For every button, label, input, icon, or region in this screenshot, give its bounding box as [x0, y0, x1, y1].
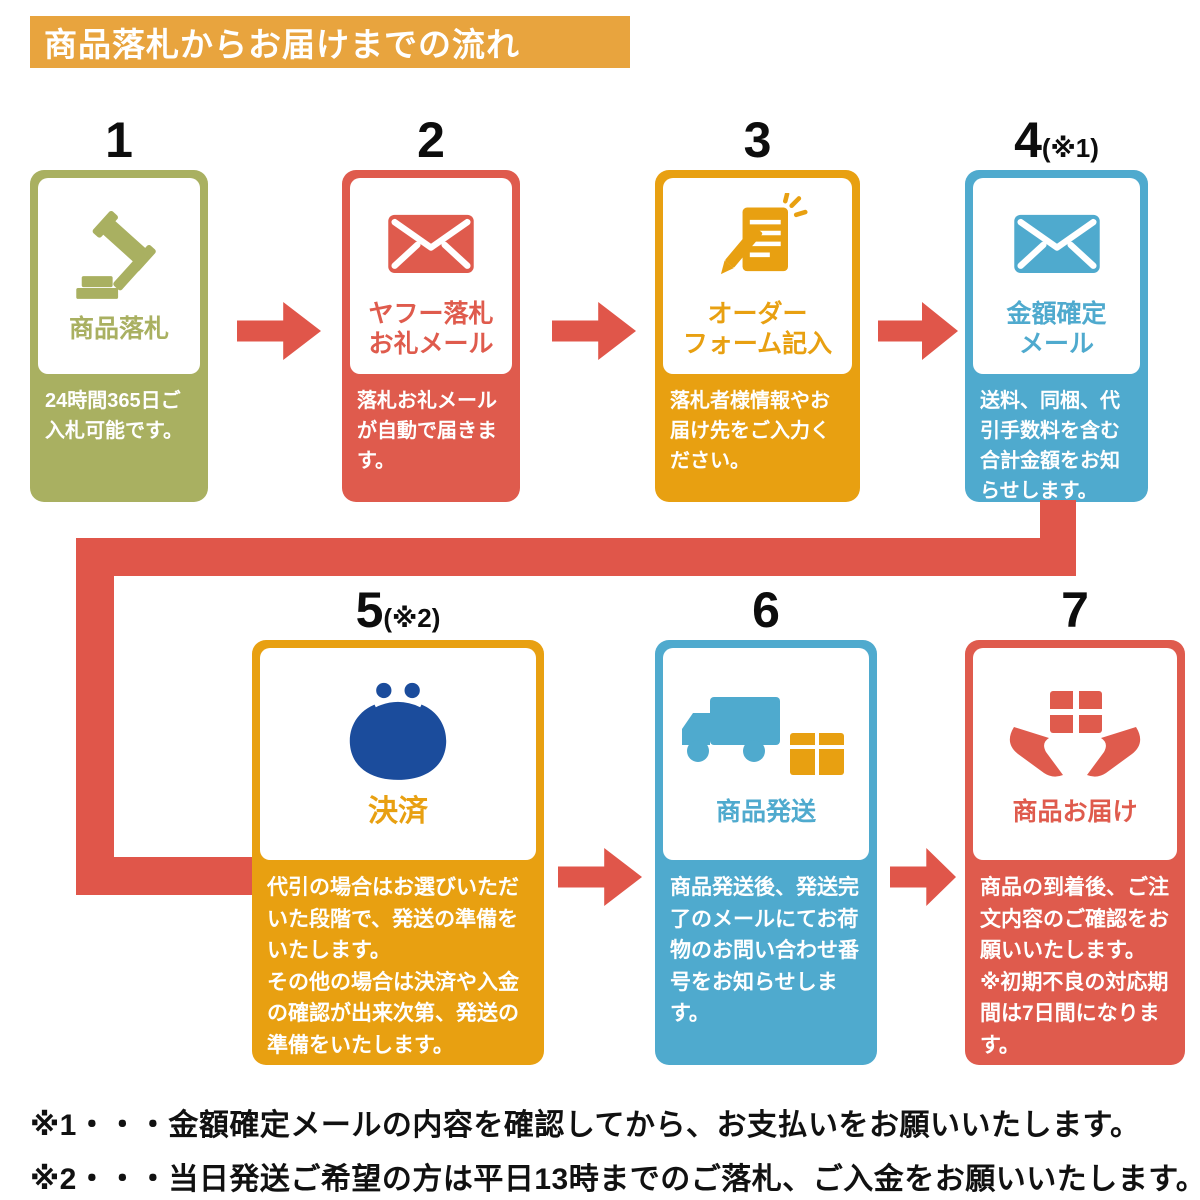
step-description: 商品の到着後、ご注文内容のご確認をお願いいたします。 ※初期不良の対応期間は7日…: [980, 876, 1169, 1057]
step-title: 商品発送: [715, 798, 816, 826]
flow-connector-segment: [76, 538, 1076, 576]
step-number-5: 5(※2): [355, 582, 441, 638]
footnote-2: ※2・・・当日発送ご希望の方は平日13時までのご落札、ご入金をお願いいたします。: [30, 1163, 1200, 1196]
footnote-1: ※1・・・金額確定メールの内容を確認してから、お支払いをお願いいたします。: [30, 1109, 1141, 1142]
flow-arrow: [237, 302, 321, 360]
step-card-auction: 商品落札 24時間365日ご入札可能です。: [30, 170, 208, 502]
step-title: ヤフー落札 お礼メール: [368, 300, 494, 358]
truck-icon: [676, 681, 856, 791]
page-title: 商品落札からお届けまでの流れ: [44, 26, 520, 63]
flow-arrow: [558, 848, 642, 906]
step-card-delivery: 商品お届け 商品の到着後、ご注文内容のご確認をお願いいたします。 ※初期不良の対…: [965, 640, 1185, 1065]
payment-panel: 決済: [260, 648, 536, 860]
step-description: 24時間365日ご入札可能です。: [45, 390, 183, 442]
mail-icon: [1007, 193, 1107, 293]
step-title: 決済: [368, 795, 428, 828]
step-title: 金額確定 メール: [1006, 300, 1107, 358]
auction-panel: 商品落札: [38, 178, 200, 374]
step-card-payment: 決済 代引の場合はお選びいただいた段階で、発送の準備をいたします。 その他の場合…: [252, 640, 544, 1065]
step-title: 商品お届け: [1012, 798, 1138, 826]
step-card-thanks-mail: ヤフー落札 お礼メール 落札お礼メールが自動で届きます。: [342, 170, 520, 502]
mail-icon: [381, 193, 481, 293]
step-title: 商品落札: [68, 315, 169, 343]
coin-purse-icon: [338, 678, 458, 788]
step-card-price-mail: 金額確定 メール 送料、同梱、代引手数料を含む合計金額をお知らせします。: [965, 170, 1148, 502]
step-number-1: 1: [105, 112, 133, 168]
gavel-icon: [69, 208, 169, 308]
shipping-panel: 商品発送: [663, 648, 869, 860]
step-description: 商品発送後、発送完了のメールにてお荷物のお問い合わせ番号をお知らせします。: [670, 876, 859, 1025]
flow-connector-segment: [76, 857, 254, 895]
step-description: 落札者様情報やお届け先をご入力ください。: [670, 390, 830, 472]
step-description: 送料、同梱、代引手数料を含む合計金額をお知らせします。: [980, 390, 1120, 502]
flow-connector-segment: [76, 538, 114, 895]
step-number-2: 2: [417, 112, 445, 168]
order-form-panel: オーダー フォーム記入: [663, 178, 852, 374]
flow-arrow: [890, 848, 956, 906]
delivery-hands-icon: [1000, 681, 1150, 791]
step-title: オーダー フォーム記入: [682, 300, 833, 358]
step-card-order-form: オーダー フォーム記入 落札者様情報やお届け先をご入力ください。: [655, 170, 860, 502]
order-form-icon: [708, 193, 808, 293]
step-number-6: 6: [752, 582, 780, 638]
thanks-mail-panel: ヤフー落札 お礼メール: [350, 178, 512, 374]
delivery-panel: 商品お届け: [973, 648, 1177, 860]
header-banner: 商品落札からお届けまでの流れ: [30, 16, 630, 68]
step-number-7: 7: [1061, 582, 1089, 638]
step-number-4: 4(※1): [1014, 112, 1099, 168]
step-card-shipping: 商品発送 商品発送後、発送完了のメールにてお荷物のお問い合わせ番号をお知らせしま…: [655, 640, 877, 1065]
flow-arrow: [552, 302, 636, 360]
step-description: 落札お礼メールが自動で届きます。: [357, 390, 497, 472]
step-description: 代引の場合はお選びいただいた段階で、発送の準備をいたします。 その他の場合は決済…: [267, 876, 519, 1057]
step-number-3: 3: [743, 112, 772, 168]
price-mail-panel: 金額確定 メール: [973, 178, 1140, 374]
flow-arrow: [878, 302, 958, 360]
